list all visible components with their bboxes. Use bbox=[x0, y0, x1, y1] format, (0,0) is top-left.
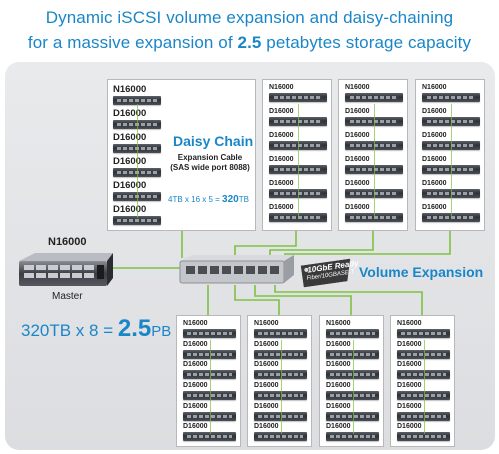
daisy-chain-link bbox=[137, 104, 138, 218]
expansion-unit-label: D16000 bbox=[269, 132, 294, 139]
head-unit-label: N16000 bbox=[397, 320, 422, 327]
10gbe-ready-tag: 10GbE Ready Fiber/10GBASE-T bbox=[300, 259, 359, 288]
head-unit-label: N16000 bbox=[269, 84, 294, 91]
connection-line bbox=[274, 285, 423, 315]
expansion-unit-label: D16000 bbox=[397, 423, 422, 431]
daisy-chain-link bbox=[451, 104, 452, 218]
title-line-1: Dynamic iSCSI volume expansion and daisy… bbox=[45, 8, 454, 27]
head-unit-label: N16000 bbox=[345, 84, 370, 91]
head-unit-label: N16000 bbox=[183, 320, 208, 327]
connection-line bbox=[254, 285, 352, 315]
expansion-unit-label: D16000 bbox=[254, 382, 279, 389]
head-unit-label: N16000 bbox=[326, 320, 351, 327]
expansion-unit-label: D16000 bbox=[345, 132, 370, 139]
volume-expansion-label: Volume Expansion bbox=[359, 264, 484, 280]
head-unit-label: N16000 bbox=[113, 84, 147, 95]
connection-line bbox=[234, 231, 297, 258]
expansion-unit-label: D16000 bbox=[326, 402, 351, 410]
rack-unit-icon bbox=[183, 329, 236, 338]
expansion-unit-label: D16000 bbox=[269, 204, 294, 211]
expansion-unit-label: D16000 bbox=[397, 382, 422, 389]
master-label: Master bbox=[52, 291, 83, 302]
expansion-unit-label: D16000 bbox=[397, 402, 422, 410]
expansion-unit-label: D16000 bbox=[326, 361, 351, 369]
expansion-unit-label: D16000 bbox=[397, 340, 422, 348]
connection-line bbox=[234, 285, 280, 315]
expansion-unit-label: D16000 bbox=[254, 361, 279, 369]
expansion-unit-label: D16000 bbox=[254, 423, 279, 431]
expansion-unit-label: D16000 bbox=[183, 382, 208, 389]
expansion-unit-label: D16000 bbox=[113, 108, 147, 119]
expansion-unit-label: D16000 bbox=[113, 132, 147, 143]
network-switch-icon bbox=[179, 255, 294, 284]
expansion-unit-label: D16000 bbox=[113, 180, 147, 191]
expansion-unit-label: D16000 bbox=[345, 180, 370, 187]
expansion-unit-label: D16000 bbox=[113, 156, 147, 167]
expansion-unit-label: D16000 bbox=[254, 402, 279, 410]
rack-unit-icon bbox=[254, 432, 307, 442]
expansion-unit-label: D16000 bbox=[269, 108, 294, 115]
rack-unit-icon bbox=[397, 329, 450, 338]
rack-unit-icon bbox=[397, 432, 450, 442]
rack-unit-icon bbox=[183, 432, 236, 442]
expansion-unit-label: D16000 bbox=[422, 180, 447, 187]
rack-unit-icon bbox=[345, 93, 403, 102]
rack-unit-icon bbox=[269, 93, 327, 102]
expansion-cable-label: Expansion Cable(SAS wide port 8088) bbox=[170, 153, 250, 172]
total-capacity: 320TB x 8 = 2.5PB bbox=[21, 315, 172, 342]
daisy-chain-link bbox=[298, 104, 299, 218]
connection-line bbox=[269, 231, 374, 258]
expansion-unit-label: D16000 bbox=[113, 204, 147, 215]
expansion-unit-label: D16000 bbox=[345, 108, 370, 115]
expansion-unit-label: D16000 bbox=[183, 402, 208, 410]
title-line-2: for a massive expansion of 2.5 petabytes… bbox=[27, 33, 472, 52]
rack-unit-icon bbox=[254, 329, 307, 338]
expansion-unit-label: D16000 bbox=[345, 156, 370, 163]
expansion-unit-label: D16000 bbox=[345, 204, 370, 211]
rack-unit-icon bbox=[326, 329, 379, 338]
daisy-chain-heading: Daisy Chain bbox=[173, 133, 254, 149]
rack-unit-icon bbox=[326, 432, 379, 442]
daisy-chain-link bbox=[423, 340, 425, 434]
head-unit-label: N16000 bbox=[422, 84, 447, 91]
expansion-unit-label: D16000 bbox=[422, 204, 447, 211]
expansion-unit-label: D16000 bbox=[326, 382, 351, 389]
expansion-unit-label: D16000 bbox=[326, 340, 351, 348]
expansion-unit-label: D16000 bbox=[397, 361, 422, 369]
rack-unit-icon bbox=[113, 96, 161, 105]
expansion-unit-label: D16000 bbox=[422, 156, 447, 163]
expansion-unit-label: D16000 bbox=[183, 340, 208, 348]
master-model: N16000 bbox=[48, 236, 87, 248]
expansion-unit-label: D16000 bbox=[183, 361, 208, 369]
head-unit-label: N16000 bbox=[254, 320, 279, 327]
rack-unit-icon bbox=[113, 216, 161, 225]
daisy-chain-link bbox=[374, 104, 375, 218]
expansion-unit-label: D16000 bbox=[183, 423, 208, 431]
master-server-icon bbox=[19, 253, 113, 286]
expansion-unit-label: D16000 bbox=[254, 340, 279, 348]
expansion-unit-label: D16000 bbox=[422, 108, 447, 115]
daisy-chain-link bbox=[209, 340, 211, 434]
rack-unit-icon bbox=[422, 93, 480, 102]
expansion-unit-label: D16000 bbox=[422, 132, 447, 139]
expansion-unit-label: D16000 bbox=[269, 156, 294, 163]
expansion-unit-label: D16000 bbox=[326, 423, 351, 431]
expansion-unit-label: D16000 bbox=[269, 180, 294, 187]
connection-line bbox=[284, 231, 451, 258]
daisy-chain-capacity: 4TB x 16 x 5 = 320TB bbox=[168, 194, 249, 205]
daisy-chain-link bbox=[280, 340, 282, 434]
daisy-chain-link bbox=[352, 340, 354, 434]
